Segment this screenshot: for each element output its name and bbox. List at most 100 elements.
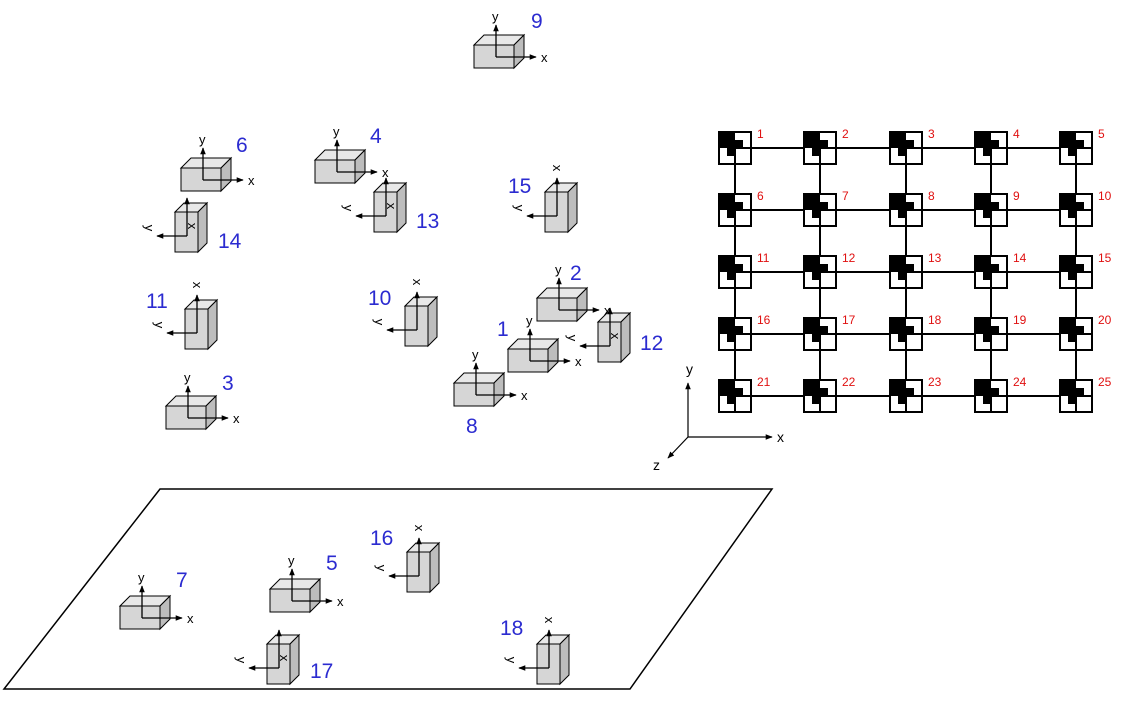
grid-marker [1059,379,1093,413]
grid-marker [889,193,923,227]
camera-x-label: x [187,611,194,626]
camera-x-label: x [190,282,205,289]
camera-x-label: x [337,594,344,609]
camera-x-label: x [384,203,399,210]
grid-marker [974,379,1008,413]
camera-10: x y 10 [368,279,439,348]
grid-label-6: 6 [757,189,764,203]
grid-marker [803,255,837,289]
camera-label-10: 10 [368,287,391,310]
camera-7: y x 7 [118,569,194,631]
grid-label-24: 24 [1013,375,1027,389]
camera-label-2: 2 [570,262,582,285]
camera-y-label: y [372,319,387,326]
camera-label-18: 18 [500,617,523,640]
grid-label-12: 12 [842,251,856,265]
grid-label-16: 16 [757,313,771,327]
grid-label-14: 14 [1013,251,1027,265]
camera-y-label: y [152,322,167,329]
grid-marker [1059,255,1093,289]
camera-x-label: x [233,411,240,426]
camera-3: yx3 [164,370,240,431]
grid-label-5: 5 [1098,127,1105,141]
camera-9: yx9 [472,9,548,70]
grid-marker [718,255,752,289]
camera-y-label: y [138,570,145,585]
camera-y-label: y [555,262,562,277]
camera-8: yx8 [452,347,528,438]
grid-label-25: 25 [1098,375,1112,389]
camera-x-label: x [185,223,200,230]
grid-marker [1059,131,1093,165]
grid-marker [803,131,837,165]
camera-label-7: 7 [176,569,188,592]
grid-marker [718,317,752,351]
grid-marker [718,379,752,413]
world-z-axis [667,436,689,459]
grid-label-17: 17 [842,313,856,327]
camera-x-label: x [550,165,565,172]
grid-marker [1059,317,1093,351]
camera-5: yx5 [268,552,344,614]
grid-marker [718,131,752,165]
grid-label-3: 3 [928,127,935,141]
grid-label-19: 19 [1013,313,1027,327]
camera-x-label: x [277,655,292,662]
grid-label-11: 11 [757,251,770,265]
camera-body-side [207,298,218,351]
world-x-label: x [777,429,784,445]
camera-y-label: y [526,313,533,328]
camera-y-label: y [565,335,580,342]
grid-marker [974,131,1008,165]
floor-plane [2,488,774,690]
camera-body-side [559,633,570,686]
grid-label-1: 1 [757,127,764,141]
camera-label-1: 1 [497,318,509,341]
camera-x-label: x [248,173,255,188]
grid-label-22: 22 [842,375,856,389]
grid-label-7: 7 [842,189,849,203]
camera-y-label: y [288,553,295,568]
camera-label-17: 17 [310,660,333,683]
grid-marker [974,255,1008,289]
camera-x-label: x [382,165,389,180]
camera-11: x y 11 [146,282,219,351]
grid-label-21: 21 [757,375,771,389]
camera-body-side [567,181,578,234]
camera-label-3: 3 [222,372,234,395]
camera-label-6: 6 [236,134,248,157]
camera-y-label: y [472,347,479,362]
camera-label-11: 11 [146,290,168,313]
grid-label-2: 2 [842,127,849,141]
grid-label-8: 8 [928,189,935,203]
grid-label-18: 18 [928,313,942,327]
camera-x-label: x [412,525,427,532]
camera-label-16: 16 [370,527,393,550]
camera-1: yx1 [497,313,582,374]
camera-y-label: y [199,132,206,147]
grid-label-20: 20 [1098,313,1112,327]
grid-marker [889,255,923,289]
grid-marker [803,317,837,351]
camera-y-label: y [512,205,527,212]
grid-marker [1059,193,1093,227]
camera-6: y x 6 [179,132,255,193]
grid-label-13: 13 [928,251,942,265]
camera-y-label: y [333,124,340,139]
camera-4: y x 4 [313,124,389,185]
camera-label-4: 4 [370,125,382,148]
camera-y-label: y [492,9,499,24]
grid-label-10: 10 [1098,189,1112,203]
grid-marker [803,193,837,227]
camera-x-label: x [410,279,425,286]
grid-marker [889,317,923,351]
camera-2: yx2 [535,262,611,323]
grid-marker [803,379,837,413]
